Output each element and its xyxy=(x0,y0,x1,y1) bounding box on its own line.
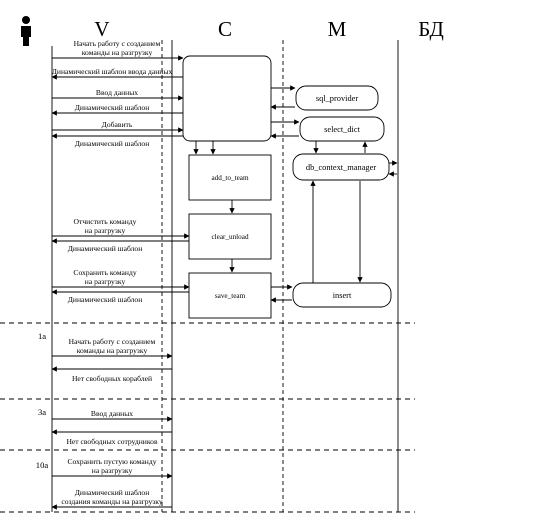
clear-unload-label: clear_unload xyxy=(211,233,249,241)
main-message-9-text-0: Сохранить команду xyxy=(73,268,136,277)
alt-2-message-2-text-0: Нет свободных сотрудников xyxy=(66,437,158,446)
main-message-1-text-1: команды на разгрузку xyxy=(82,48,153,57)
main-message-2-text-0: Динамический шаблон ввода данных xyxy=(52,67,173,76)
insert-label: insert xyxy=(333,291,352,300)
main-message-7-text-0: Отчистить команду xyxy=(74,217,137,226)
main-message-1-text-0: Начать работу с созданием xyxy=(74,39,161,48)
alt-1-message-1-text-1: команды на разгрузку xyxy=(77,346,148,355)
alt-label: 3а xyxy=(38,407,46,417)
alt-3-message-1-text-0: Сохранить пустую команду xyxy=(67,457,156,466)
main-message-5: Добавить xyxy=(52,120,184,133)
column-headers: V C M БД xyxy=(21,16,444,46)
column-header-model: M xyxy=(328,17,347,41)
main-message-4-text-0: Динамический шаблон xyxy=(75,103,150,112)
main-message-6-text-0: Динамический шаблон xyxy=(75,139,150,148)
main-message-8-text-0: Динамический шаблон xyxy=(68,244,143,253)
add-to-team-label: add_to_team xyxy=(211,174,249,182)
select-dict-box xyxy=(299,116,385,142)
sql-provider-label: sql_provider xyxy=(316,94,359,103)
alt-label: 1а xyxy=(38,331,46,341)
alt-1-message-2-text-0: Нет свободных кораблей xyxy=(72,374,152,383)
add-to-team-box xyxy=(188,154,272,201)
alt-2-message-1-text-0: Ввод данных xyxy=(91,409,133,418)
alt-1-message-2: Нет свободных кораблей xyxy=(51,366,172,383)
main-message-10-text-0: Динамический шаблон xyxy=(68,295,143,304)
main-message-3-text-0: Ввод данных xyxy=(96,88,138,97)
main-message-5-text-0: Добавить xyxy=(102,120,133,129)
main-message-4: Динамический шаблон xyxy=(51,103,183,116)
main-message-6: Динамический шаблон xyxy=(51,133,183,148)
alt-3-message-1-text-1: на разгрузку xyxy=(92,466,133,475)
main-message-9-text-1: на разгрузку xyxy=(85,277,126,286)
alt-1-message-1-text-0: Начать работу с созданием xyxy=(69,337,156,346)
internal-arrows xyxy=(193,85,398,303)
save-team-box xyxy=(188,272,272,319)
alt-3-message-2-text-0: Динамический шаблон xyxy=(75,488,150,497)
db-context-manager-label: db_context_manager xyxy=(306,163,376,172)
main-message-7-text-1: на разгрузку xyxy=(85,226,126,235)
alt-3-message-2-text-1: создания команды на разгрузку xyxy=(61,497,162,506)
actor-icon xyxy=(21,16,31,46)
alt-2-message-2: Нет свободных сотрудников xyxy=(51,429,172,446)
main-message-8: Динамический шаблон xyxy=(51,238,189,253)
controller-main-box xyxy=(182,55,272,142)
db-context-manager-box xyxy=(292,153,390,181)
alt-2-message-1: Ввод данных xyxy=(52,409,173,422)
sql-provider-box xyxy=(295,85,379,111)
lifelines xyxy=(51,40,399,512)
model-boxes xyxy=(292,85,392,308)
column-header-database: БД xyxy=(418,17,444,41)
alt-label: 10а xyxy=(36,460,49,470)
column-header-controller: C xyxy=(218,17,232,41)
main-message-3: Ввод данных xyxy=(52,88,184,101)
main-message-2: Динамический шаблон ввода данных xyxy=(51,67,183,80)
save-team-label: save_team xyxy=(215,292,246,300)
main-message-10: Динамический шаблон xyxy=(51,289,189,304)
insert-box xyxy=(292,282,392,308)
controller-boxes xyxy=(182,55,272,319)
column-header-view: V xyxy=(94,17,109,41)
select-dict-label: select_dict xyxy=(324,125,360,134)
